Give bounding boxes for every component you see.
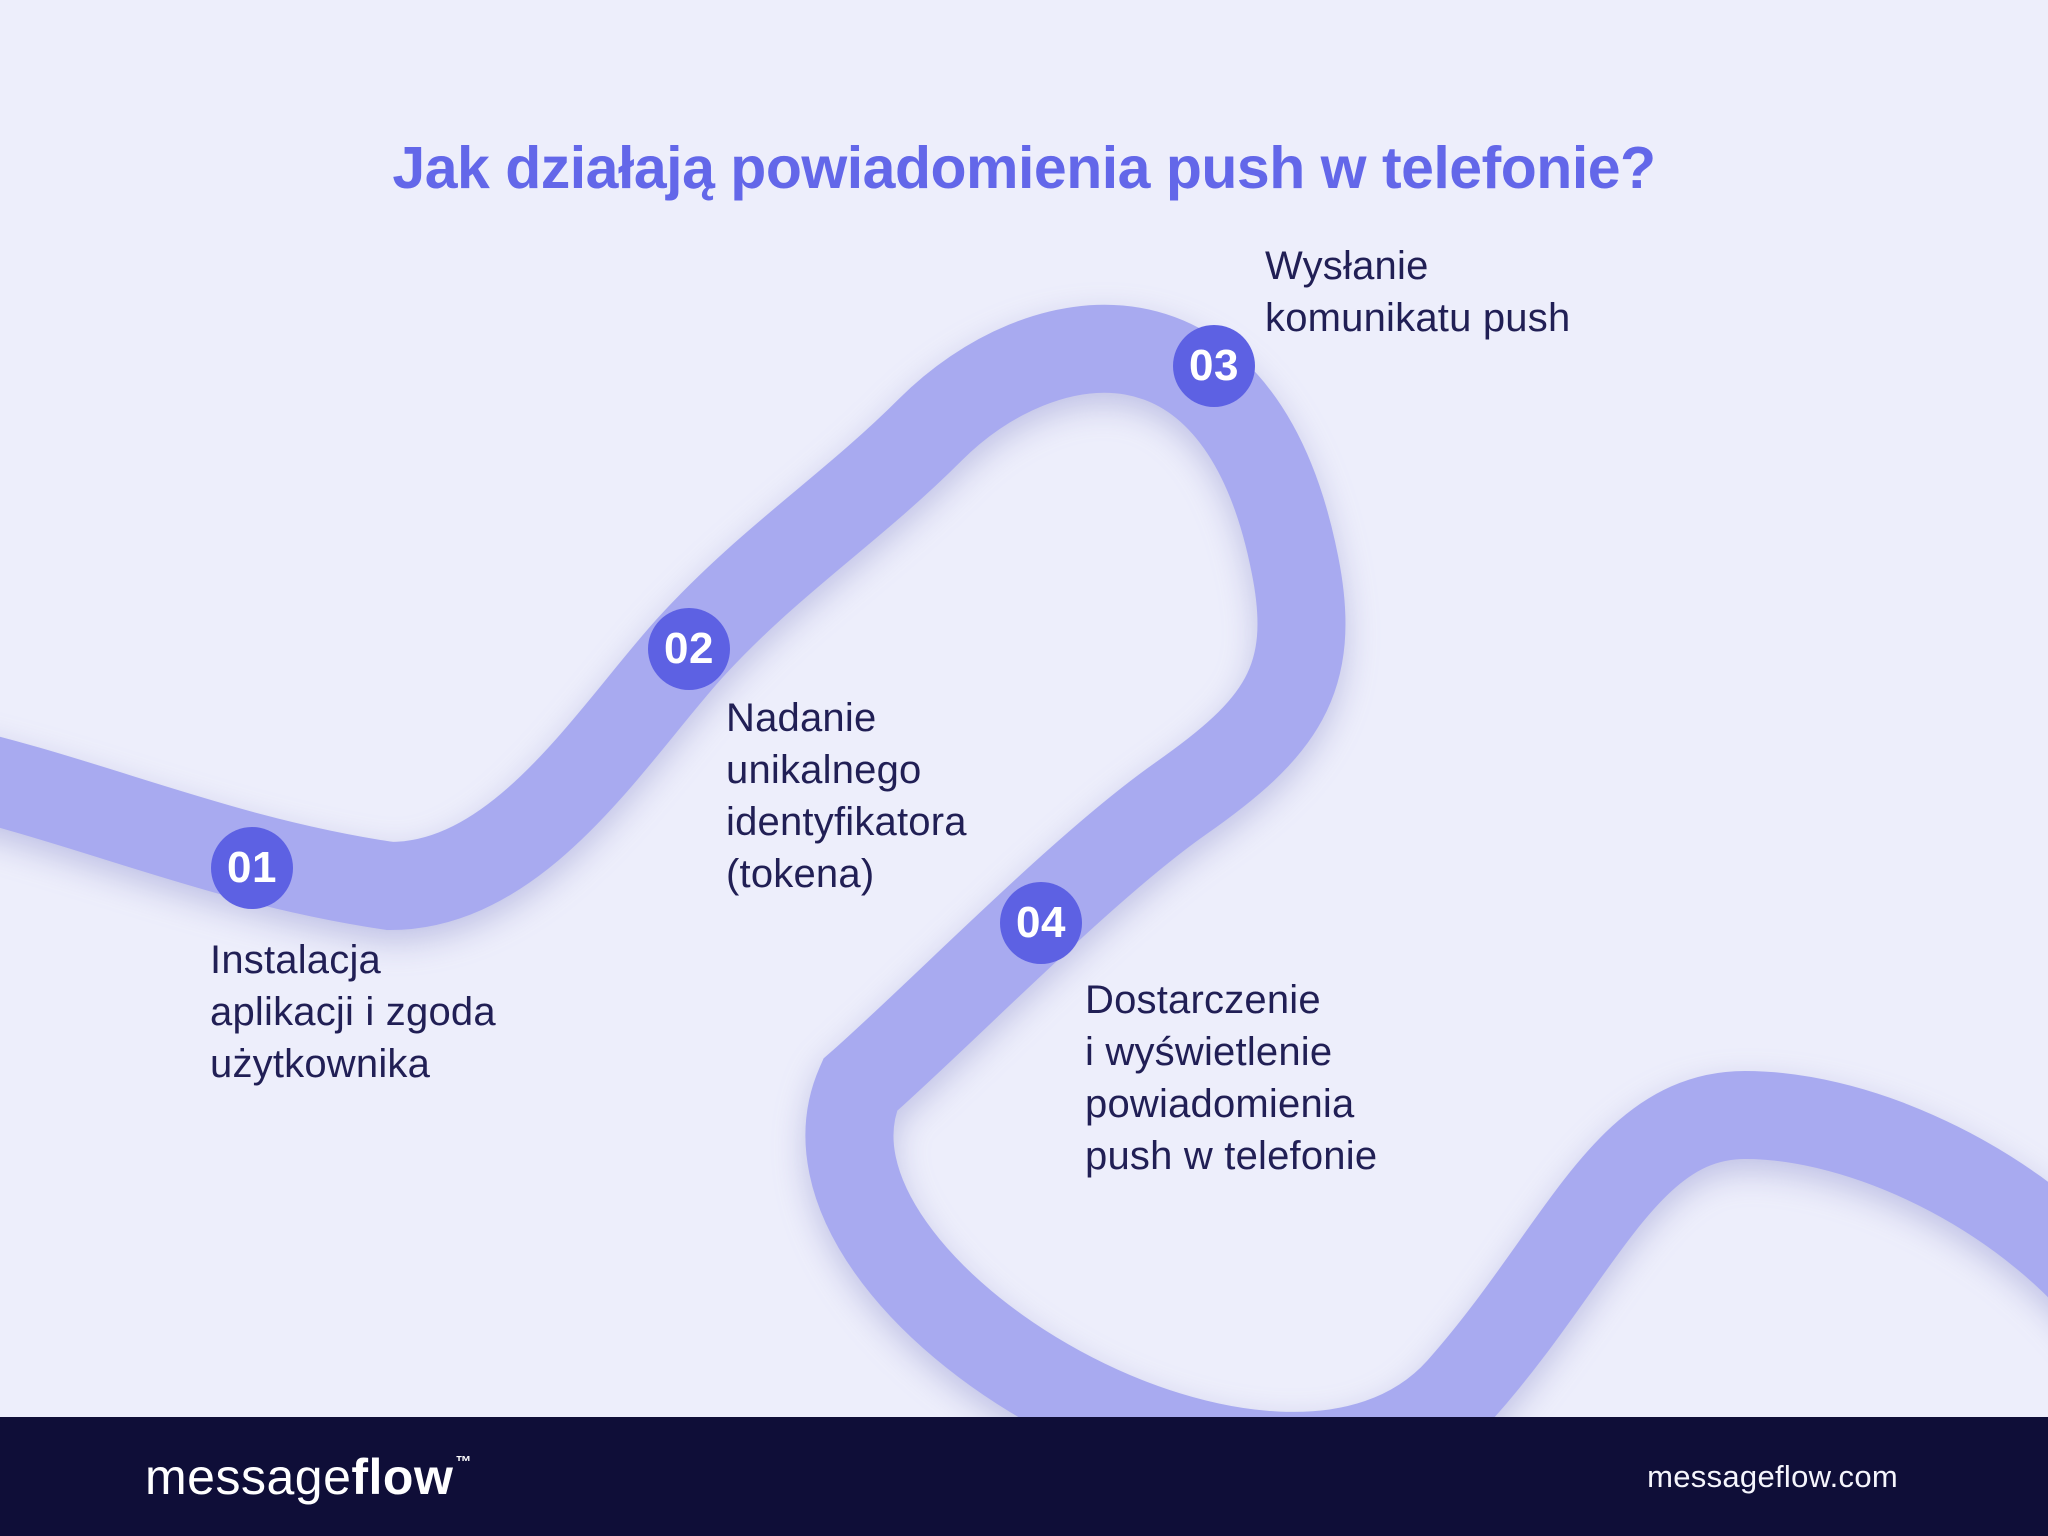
step-04-label: Dostarczenie i wyświetlenie powiadomieni… bbox=[1085, 978, 1378, 1178]
step-01-label: Instalacja aplikacji i zgoda użytkownika bbox=[210, 938, 496, 1086]
step-03-label: Wysłanie komunikatu push bbox=[1265, 244, 1571, 340]
logo-text-regular: message bbox=[145, 1448, 352, 1505]
step-04-marker: 04 bbox=[1000, 882, 1082, 964]
step-04-number: 04 bbox=[1016, 898, 1066, 947]
step-02-label: Nadanie unikalnego identyfikatora (token… bbox=[726, 696, 967, 896]
page-title: Jak działają powiadomienia push w telefo… bbox=[392, 134, 1656, 201]
website-url: messageflow.com bbox=[1647, 1458, 1898, 1494]
step-02-marker: 02 bbox=[648, 608, 730, 690]
step-01-marker: 01 bbox=[211, 827, 293, 909]
step-02-number: 02 bbox=[664, 624, 714, 673]
step-01-number: 01 bbox=[227, 843, 277, 892]
logo-text-bold: flow bbox=[351, 1448, 454, 1505]
step-03-number: 03 bbox=[1189, 341, 1239, 390]
trademark-symbol: ™ bbox=[455, 1453, 472, 1471]
step-03-marker: 03 bbox=[1173, 325, 1255, 407]
path-line bbox=[0, 304, 2048, 1500]
